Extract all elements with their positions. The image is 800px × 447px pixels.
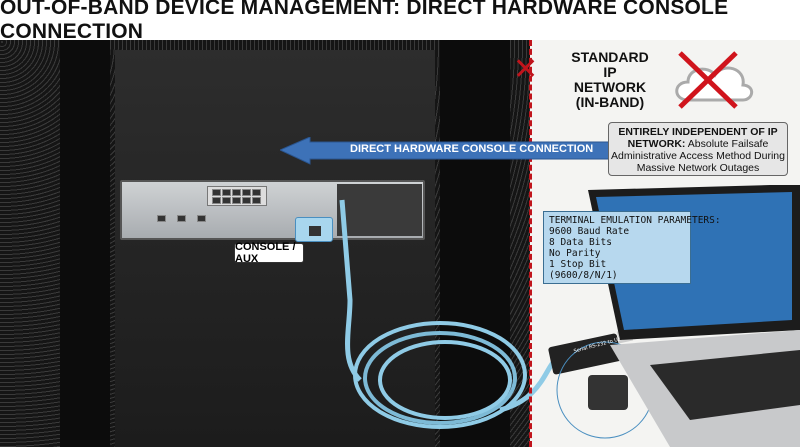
param-stop-bit: 1 Stop Bit	[549, 259, 607, 270]
power-supplies	[337, 184, 422, 236]
arrow-label: DIRECT HARDWARE CONSOLE CONNECTION	[350, 143, 594, 155]
router-chassis	[120, 180, 425, 240]
terminal-parameters-panel: TERMINAL EMULATION PARAMETERS:9600 Baud …	[543, 211, 721, 284]
direct-connection-arrow	[280, 137, 610, 165]
network-label-line: NETWORK	[573, 79, 647, 95]
param-parity: No Parity	[549, 248, 601, 259]
param-heading: TERMINAL EMULATION PARAMETERS:	[549, 215, 721, 226]
param-baud: 9600 Baud Rate	[549, 226, 630, 237]
console-port-label: CONSOLE / AUX	[234, 241, 304, 265]
network-label-line: (IN-BAND)	[575, 94, 645, 110]
network-divider-line	[529, 40, 532, 447]
param-data-bits: 8 Data Bits	[549, 237, 612, 248]
note-text: Absolute Failsafe Administrative Access …	[611, 138, 785, 174]
rack-rail-left	[60, 40, 110, 447]
db9-connector	[588, 375, 628, 410]
rack-rail-right	[440, 40, 510, 447]
red-x-icon: ✕	[513, 52, 539, 87]
network-label: STANDARD IP NETWORK (IN-BAND)	[565, 50, 655, 110]
note-heading: ENTIRELY INDEPENDENT OF IP NETWORK:	[618, 126, 778, 150]
network-label-line: STANDARD IP	[571, 49, 649, 80]
usb-adapter	[548, 333, 622, 375]
cloud-crossed-icon	[675, 51, 754, 109]
page-title: OUT-OF-BAND DEVICE MANAGEMENT: DIRECT HA…	[0, 0, 800, 43]
independence-note: ENTIRELY INDEPENDENT OF IP NETWORK: Abso…	[608, 122, 788, 176]
console-port[interactable]	[295, 217, 333, 242]
param-summary: (9600/8/N/1)	[549, 270, 618, 281]
